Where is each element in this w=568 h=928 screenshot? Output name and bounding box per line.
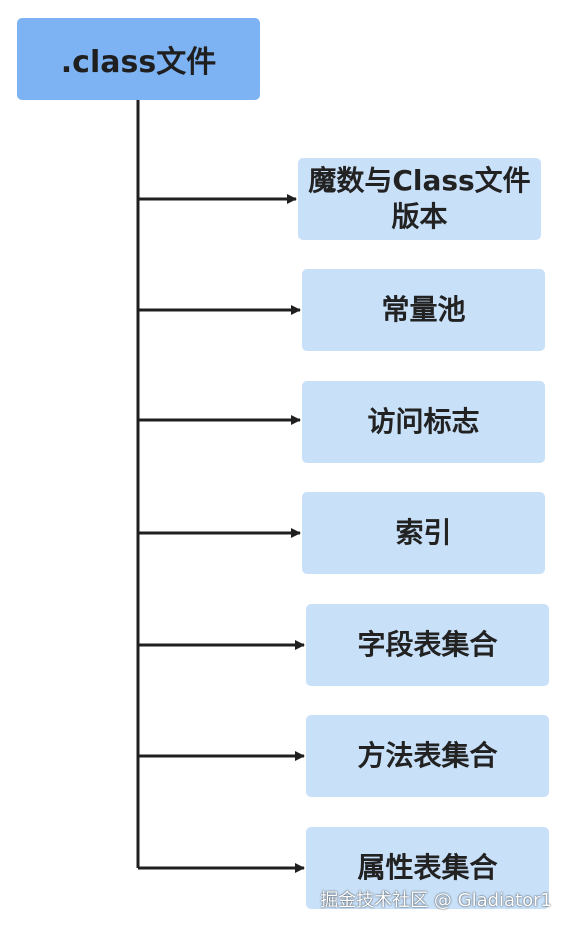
child-node-label: 字段表集合	[357, 628, 498, 661]
child-node-access-flags: 访问标志	[302, 381, 545, 463]
child-node-label: 属性表集合	[357, 851, 498, 884]
root-node: .class文件	[17, 18, 260, 100]
child-node-method-table: 方法表集合	[306, 715, 549, 797]
child-node-constant-pool: 常量池	[302, 269, 545, 351]
child-node-label: 方法表集合	[357, 739, 498, 772]
child-node-field-table: 字段表集合	[306, 604, 549, 686]
child-node-label: 魔数与Class文件版本	[308, 164, 531, 233]
root-node-label: .class文件	[60, 45, 217, 80]
watermark-text: 掘金技术社区 @ Gladiator1	[320, 890, 552, 911]
child-node-attribute-table: 属性表集合	[306, 827, 549, 909]
child-node-label: 索引	[395, 516, 452, 549]
child-node-magic-version: 魔数与Class文件版本	[298, 158, 541, 240]
child-node-label: 常量池	[381, 293, 466, 326]
child-node-index: 索引	[302, 492, 545, 574]
child-node-label: 访问标志	[367, 405, 480, 438]
